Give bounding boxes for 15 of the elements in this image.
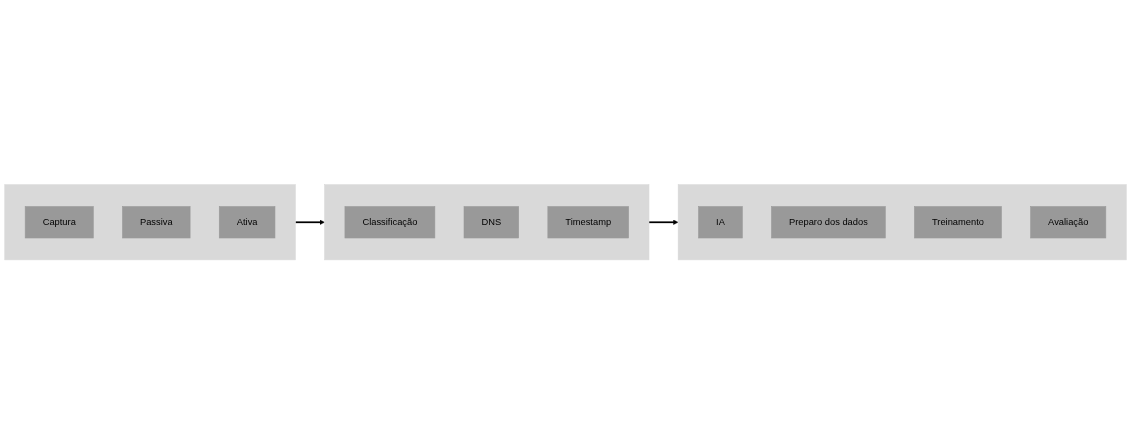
node-box: Passiva (122, 206, 191, 239)
node-box: DNS (463, 206, 519, 239)
node-box: Treinamento (914, 206, 1002, 239)
cluster (677, 184, 1127, 261)
node-box: Timestamp (547, 206, 629, 239)
arrow (294, 219, 325, 226)
node-box: Avaliação (1030, 206, 1107, 239)
arrow (648, 219, 679, 226)
node-box: Captura (24, 206, 94, 239)
node-box: IA (698, 206, 743, 239)
cluster (4, 184, 296, 261)
node-box: Preparo dos dados (771, 206, 886, 239)
node-box: Ativa (218, 206, 276, 239)
node-box: Classificação (344, 206, 436, 239)
cluster (324, 184, 650, 261)
